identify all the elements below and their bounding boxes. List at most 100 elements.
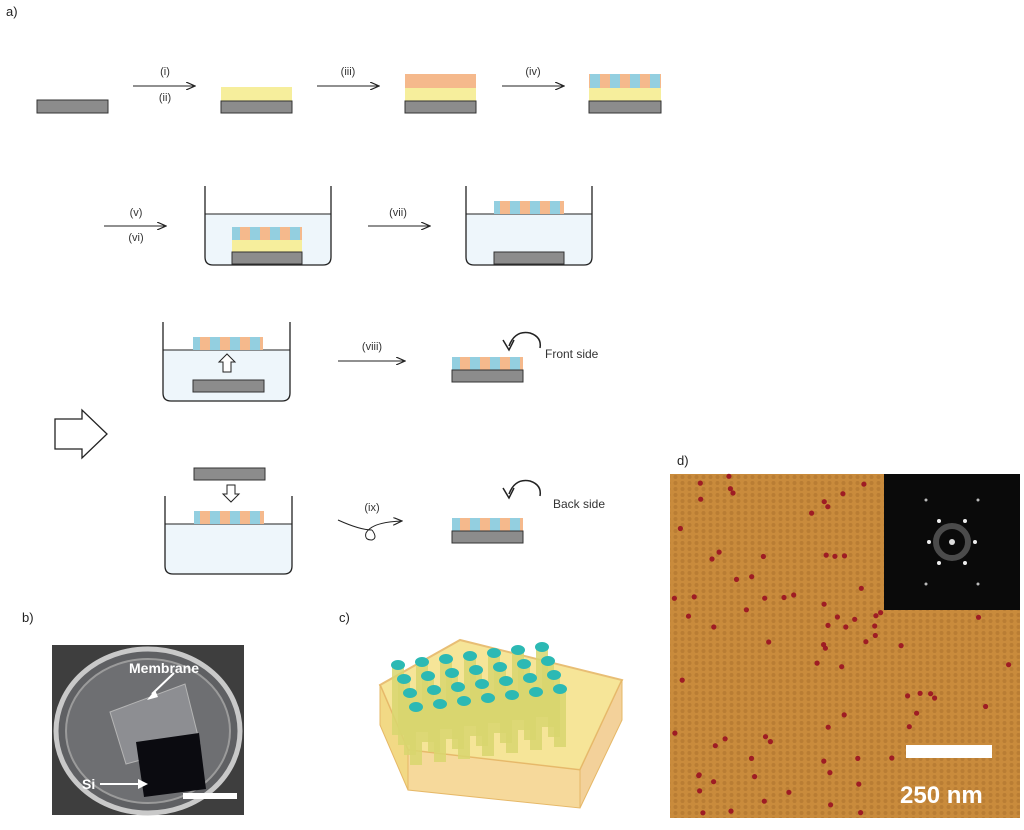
afm-defect-dot [858,585,864,591]
afm-defect-dot [733,576,740,583]
afm-scale-label: 250 nm [900,782,983,809]
afm-defect-dot [671,595,678,601]
beaker-1 [204,186,332,266]
photo-scale-bar [183,793,237,799]
afm-defect-dot [821,642,827,648]
pillar-top [547,670,561,680]
afm-defect-dot [791,592,797,598]
afm-defect-dot [730,490,736,496]
afm-defect-dot [889,755,895,761]
afm-defect-dot [726,473,732,479]
afm-defect-dot [766,639,772,645]
afm-defect-dot [685,613,692,619]
afm-defect-dot [716,549,722,555]
pillar-top [493,662,507,672]
afm-defect-dot [728,808,734,814]
afm-defect-dot [863,639,869,645]
afm-defect-dot [856,781,862,787]
back-side-label: Back side [553,497,606,511]
afm-defect-dot [861,481,867,487]
afm-defect-dot [760,553,767,560]
beaker-2 [465,186,593,266]
pillar-top [457,696,471,706]
fft-pattern [924,498,980,586]
pillar-top [535,642,549,652]
afm-defect-dot [917,690,923,696]
afm-defect-dot [743,607,750,613]
curved-arrow-back [508,479,542,497]
curved-arrow-front [508,331,542,349]
afm-defect-dot [711,779,717,785]
si-label: Si [82,776,96,792]
substrate-4 [231,251,303,265]
afm-defect-dot [821,601,827,607]
afm-defect-dot [696,773,702,779]
substrate-1 [220,100,293,114]
afm-defect-dot [762,595,768,601]
pillar-top [445,668,459,678]
pillar-top [475,679,489,689]
pillar-top [439,654,453,664]
afm-defect-dot [821,499,827,505]
orange-layer-2 [405,74,476,88]
floating-membrane-2 [193,337,263,350]
pillar-top [529,687,543,697]
afm-defect-dot [878,610,884,616]
afm-defect-dot [762,734,769,740]
step-label-viii: (viii) [361,341,383,353]
afm-defect-dot [898,643,904,649]
afm-defect-dot [827,770,833,776]
yellow-layer-2 [405,88,476,101]
front-side-label: Front side [545,347,599,361]
pillar [530,692,542,750]
pillar-top [451,682,465,692]
bare-substrate [36,99,109,114]
arrow-ix-loop [337,520,402,541]
afm-defect-dot [691,594,697,600]
afm-defect-dot [825,724,831,730]
substrate-2 [404,100,477,114]
pillar-top [481,693,495,703]
front-substrate [451,369,524,383]
afm-defect-dot [679,677,685,683]
afm-defect-dot [825,622,831,629]
afm-defect-dot [709,556,715,562]
pillar [434,704,446,762]
afm-defect-dot [983,703,989,710]
afm-defect-dot [712,743,718,749]
pillar-top [511,645,525,655]
step-label-ii: (ii) [158,92,172,104]
afm-defect-dot [700,810,706,816]
afm-defect-dot [828,802,834,808]
panel-label-a: a) [6,4,18,19]
afm-defect-dot [672,730,678,736]
pillar-top [487,648,501,658]
pillar [458,701,470,759]
membrane-label: Membrane [129,660,200,676]
striped-layer-4 [232,227,302,240]
back-substrate [451,530,524,544]
substrate-5 [493,251,565,265]
up-arrow [217,353,237,373]
afm-defect-dot [841,712,847,718]
striped-layer-3 [589,74,661,88]
afm-defect-dot [843,624,849,630]
afm-defect-dot [841,553,848,559]
pillar-top [541,656,555,666]
afm-defect-dot [905,693,911,699]
afm-defect-dot [697,788,703,794]
pillar-top [397,674,411,684]
panel-label-d: d) [677,453,689,468]
pillar [410,707,422,765]
substrate-7 [193,467,266,481]
substrate-3 [588,100,662,114]
floating-membrane-3 [194,511,264,524]
silicon-piece [136,733,206,797]
afm-defect-dot [698,496,704,502]
afm-defect-dot [873,613,879,619]
afm-defect-dot [840,491,846,497]
yellow-layer-4 [232,240,302,252]
afm-defect-dot [814,660,820,666]
afm-defect-dot [855,755,861,762]
